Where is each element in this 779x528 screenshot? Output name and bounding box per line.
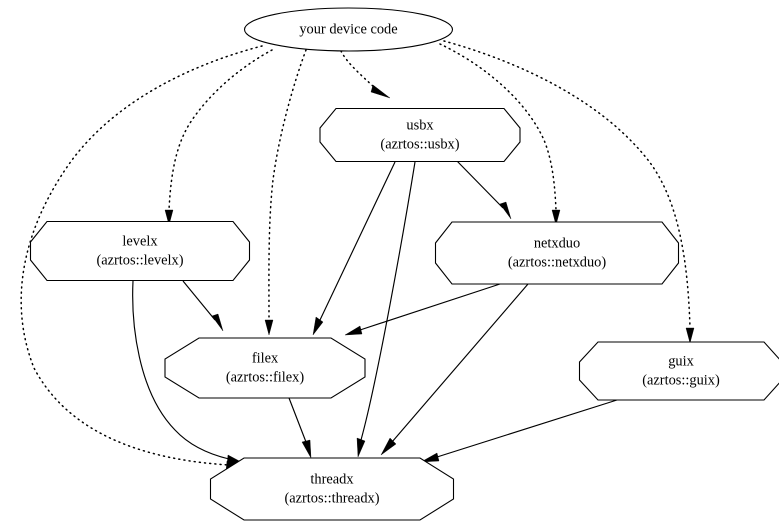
arrowhead-usbx-threadx [356,437,366,458]
arrowhead-filex-threadx [301,439,312,459]
arrowhead-levelx-filex [211,313,224,332]
arrowhead-usbx-netxduo [499,201,512,220]
edge-usbx-to-filex [312,161,396,336]
edge-device-to-filex [264,49,307,336]
node-levelx[interactable]: levelx (azrtos::levelx) [29,220,251,282]
edge-group-dotted [20,40,695,472]
edge-group-solid [132,159,618,466]
edge-usbx-to-threadx [356,161,416,458]
node-threadx[interactable]: threadx (azrtos::threadx) [209,457,455,521]
node-guix[interactable]: guix (azrtos::guix) [578,341,779,401]
arrowhead-netxduo-filex [344,325,363,336]
node-levelx-label-1: levelx [122,233,158,249]
node-netxduo-shape[interactable] [434,221,680,285]
node-threadx-label-2: (azrtos::threadx) [284,490,379,506]
edge-usbx-to-netxduo [455,159,512,220]
node-threadx-shape[interactable] [209,457,455,521]
node-filex-label-1: filex [252,350,279,366]
arrowhead-guix-threadx [420,452,440,463]
node-levelx-label-2: (azrtos::levelx) [96,252,183,268]
arrowhead-device-levelx [164,209,174,226]
node-usbx-label-2: (azrtos::usbx) [380,136,459,152]
node-usbx-shape[interactable] [319,107,521,163]
arrowhead-device-netxduo [551,209,561,226]
edge-guix-to-threadx [420,399,618,463]
node-filex[interactable]: filex (azrtos::filex) [164,337,366,399]
edge-device-to-usbx [340,50,391,99]
node-netxduo[interactable]: netxduo (azrtos::netxduo) [434,221,680,285]
arrowhead-device-guix [685,327,695,344]
arrowhead-netxduo-threadx [380,437,397,456]
edge-device-to-guix [443,40,695,344]
edge-levelx-to-filex [182,280,224,332]
node-guix-shape[interactable] [578,341,779,401]
node-device-code-shape[interactable] [243,7,454,52]
arrowhead-device-filex [264,319,274,336]
node-device-code-label-1: your device code [299,21,397,37]
edge-netxduo-to-filex [344,283,501,336]
node-netxduo-label-2: (azrtos::netxduo) [508,254,607,270]
node-filex-label-2: (azrtos::filex) [226,369,305,385]
edge-device-to-netxduo [439,43,561,226]
arrowhead-device-usbx [370,84,391,99]
node-netxduo-label-1: netxduo [534,235,580,251]
node-device-code[interactable]: your device code [243,7,454,52]
node-usbx[interactable]: usbx (azrtos::usbx) [319,107,521,163]
node-guix-label-1: guix [668,353,694,369]
edge-netxduo-to-threadx [380,283,529,456]
node-guix-label-2: (azrtos::guix) [642,372,720,388]
edge-filex-to-threadx [288,397,312,459]
edge-device-to-levelx [164,49,273,226]
node-usbx-label-1: usbx [406,117,434,133]
node-filex-shape[interactable] [164,337,366,399]
arrowhead-usbx-filex [312,316,324,336]
node-threadx-label-1: threadx [310,471,354,487]
node-levelx-shape[interactable] [29,220,251,282]
